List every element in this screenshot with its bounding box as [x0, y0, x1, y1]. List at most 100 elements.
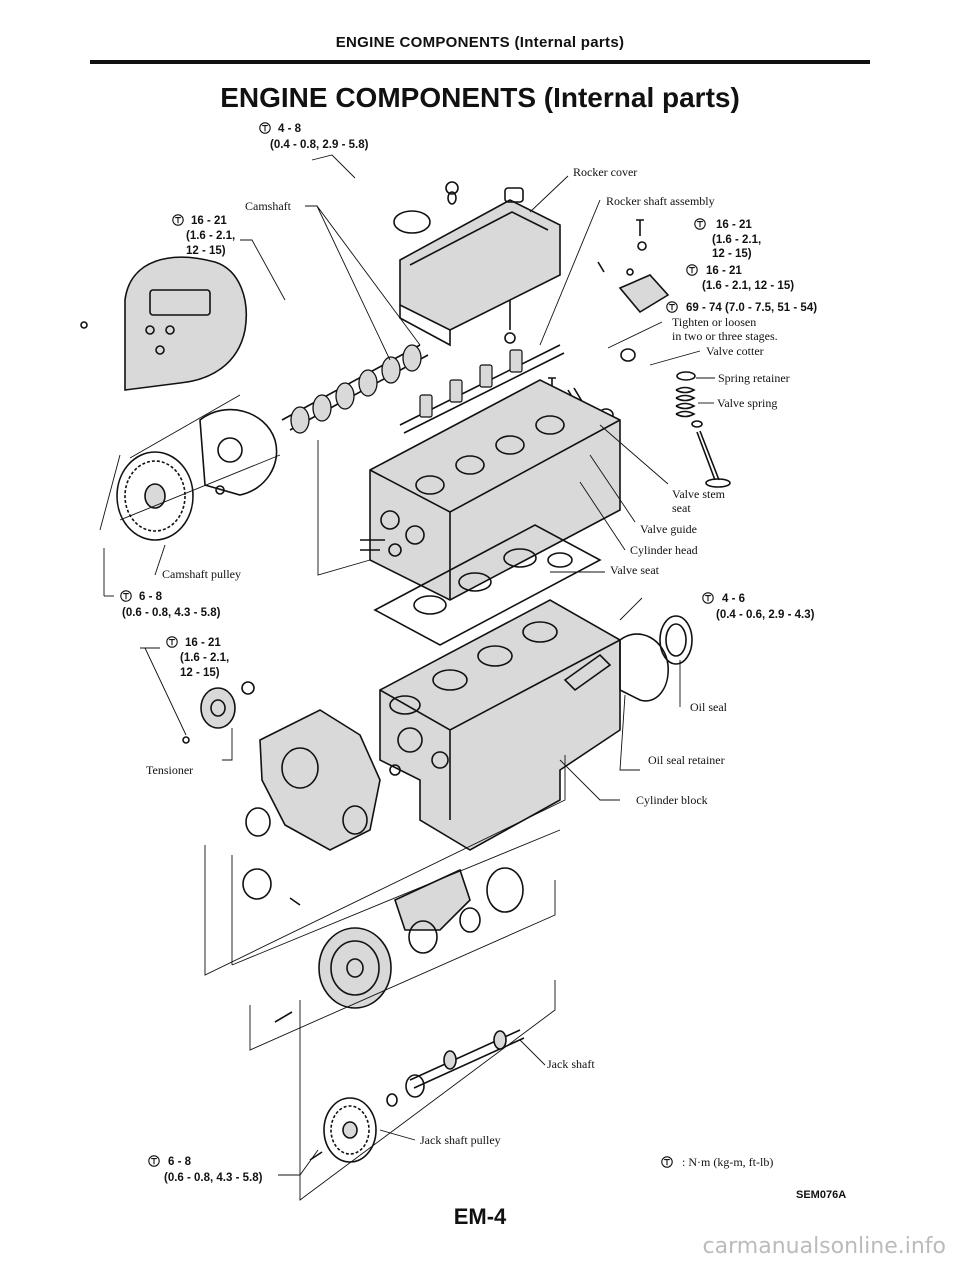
label-cylinder-head: Cylinder head	[630, 543, 698, 557]
svg-text:seat: seat	[672, 501, 691, 515]
svg-text:Jack shaft pulley: Jack shaft pulley	[420, 1133, 501, 1147]
svg-text:(0.4 - 0.6, 2.9 - 4.3): (0.4 - 0.6, 2.9 - 4.3)	[716, 609, 815, 621]
rocker-shaft-part	[399, 300, 565, 434]
label-jack-shaft: Jack shaft	[547, 1057, 595, 1071]
page-title: ENGINE COMPONENTS (Internal parts)	[220, 82, 740, 113]
legend: : N·m (kg-m, ft-lb)	[661, 1155, 773, 1169]
torque-icon	[702, 592, 714, 604]
label-valve-guide: Valve guide	[640, 522, 697, 536]
label-valve-cotter: Valve cotter	[706, 344, 764, 358]
label-tighten-note: Tighten or loosen in two or three stages…	[672, 315, 778, 343]
label-rocker-shaft-assembly: Rocker shaft assembly	[606, 194, 715, 208]
svg-text:(0.6 - 0.8, 4.3 - 5.8): (0.6 - 0.8, 4.3 - 5.8)	[164, 1172, 263, 1184]
svg-text:(1.6 - 2.1,: (1.6 - 2.1,	[186, 230, 235, 242]
running-head: ENGINE COMPONENTS (Internal parts)	[335, 34, 625, 51]
svg-text:Valve guide: Valve guide	[640, 522, 697, 536]
cylinder-block-part	[379, 599, 621, 851]
torque-icon	[120, 590, 132, 602]
torque-icon	[172, 214, 184, 226]
torque-icon	[694, 218, 706, 230]
svg-text:12 - 15): 12 - 15)	[186, 245, 226, 257]
svg-text:Camshaft: Camshaft	[245, 199, 292, 213]
label-cylinder-block: Cylinder block	[636, 793, 708, 807]
svg-text:Tensioner: Tensioner	[146, 763, 193, 777]
torque-icon	[148, 1155, 160, 1167]
label-valve-spring: Valve spring	[717, 396, 777, 410]
torque-camshaft: 16 - 21 (1.6 - 2.1, 12 - 15)	[172, 214, 235, 257]
svg-text:Valve cotter: Valve cotter	[706, 344, 764, 358]
svg-text:Oil seal retainer: Oil seal retainer	[648, 753, 725, 767]
label-rocker-cover: Rocker cover	[573, 165, 637, 179]
svg-text:Jack shaft: Jack shaft	[547, 1057, 595, 1071]
svg-text:(1.6 - 2.1,: (1.6 - 2.1,	[712, 234, 761, 246]
svg-text:Camshaft pulley: Camshaft pulley	[162, 567, 241, 581]
svg-text:(1.6 - 2.1,: (1.6 - 2.1,	[180, 652, 229, 664]
svg-text:(1.6 - 2.1, 12 - 15): (1.6 - 2.1, 12 - 15)	[702, 280, 794, 292]
svg-text:12 - 15): 12 - 15)	[180, 667, 220, 679]
svg-text:4 - 8: 4 - 8	[278, 123, 302, 135]
rocker-cover-part	[393, 181, 561, 347]
torque-icon	[259, 122, 271, 134]
svg-text:16 - 21: 16 - 21	[191, 215, 227, 227]
torque-camshaft-pulley: 6 - 8 (0.6 - 0.8, 4.3 - 5.8)	[120, 590, 221, 619]
front-case-part	[242, 709, 381, 906]
tensioner-part	[182, 681, 255, 744]
svg-text:12 - 15): 12 - 15)	[712, 248, 752, 260]
svg-text:16 - 21: 16 - 21	[185, 637, 221, 649]
page-number: EM-4	[453, 1204, 507, 1229]
label-tensioner: Tensioner	[146, 763, 193, 777]
jack-shaft-pulley-part	[309, 1097, 377, 1163]
label-oil-seal-retainer: Oil seal retainer	[648, 753, 725, 767]
torque-oil-seal-retainer: 4 - 6 (0.4 - 0.6, 2.9 - 4.3)	[702, 592, 815, 621]
label-valve-seat: Valve seat	[610, 563, 660, 577]
torque-rocker-cover: 4 - 8 (0.4 - 0.8, 2.9 - 5.8)	[259, 122, 369, 151]
label-leaders	[103, 154, 715, 1176]
svg-text:Spring retainer: Spring retainer	[718, 371, 790, 385]
svg-text:(0.4 - 0.8, 2.9 - 5.8): (0.4 - 0.8, 2.9 - 5.8)	[270, 139, 369, 151]
svg-text:Valve seat: Valve seat	[610, 563, 660, 577]
camshaft-part	[281, 344, 429, 434]
svg-text:Cylinder block: Cylinder block	[636, 793, 708, 807]
label-camshaft: Camshaft	[245, 199, 292, 213]
crank-pulley-part	[274, 867, 524, 1023]
svg-text:SEM076A: SEM076A	[796, 1189, 846, 1201]
torque-jack-shaft-pulley: 6 - 8 (0.6 - 0.8, 4.3 - 5.8)	[148, 1155, 263, 1184]
figure-code: SEM076A	[796, 1189, 846, 1201]
jack-shaft-part	[386, 1029, 525, 1107]
oil-seal-retainer-part	[563, 615, 693, 702]
torque-icon	[166, 636, 178, 648]
svg-text:69 - 74 (7.0 - 7.5, 51 - 54): 69 - 74 (7.0 - 7.5, 51 - 54)	[686, 302, 817, 314]
svg-text:Cylinder head: Cylinder head	[630, 543, 698, 557]
torque-rocker-shaft-2: 16 - 21 (1.6 - 2.1, 12 - 15)	[686, 264, 794, 292]
svg-text:6 - 8: 6 - 8	[168, 1156, 192, 1168]
head-gasket-part	[373, 524, 602, 646]
torque-rocker-shaft-3: 69 - 74 (7.0 - 7.5, 51 - 54)	[666, 301, 817, 314]
torque-tensioner: 16 - 21 (1.6 - 2.1, 12 - 15)	[166, 636, 229, 679]
assembly-guide-lines	[99, 394, 566, 1201]
watermark-text: carmanualsonline.info	[702, 1234, 946, 1259]
label-valve-stem-seat: Valve stem seat	[672, 487, 726, 515]
label-oil-seal: Oil seal	[690, 700, 728, 714]
svg-text:Tighten or loosen: Tighten or loosen	[672, 315, 756, 329]
camshaft-pulley-part	[116, 408, 278, 541]
svg-text:Valve stem: Valve stem	[672, 487, 726, 501]
rocker-arm-detail	[597, 219, 670, 314]
svg-text:in two or three stages.: in two or three stages.	[672, 329, 778, 343]
svg-text:4 - 6: 4 - 6	[722, 593, 745, 605]
torque-icon	[661, 1156, 673, 1168]
front-timing-cover	[80, 256, 247, 391]
svg-text:Rocker shaft assembly: Rocker shaft assembly	[606, 194, 715, 208]
torque-icon	[666, 301, 678, 313]
header-rule	[90, 60, 870, 64]
svg-text:: N·m (kg-m, ft-lb): : N·m (kg-m, ft-lb)	[682, 1155, 773, 1169]
svg-text:16 - 21: 16 - 21	[706, 265, 742, 277]
torque-icon	[686, 264, 698, 276]
svg-text:Rocker cover: Rocker cover	[573, 165, 637, 179]
label-camshaft-pulley: Camshaft pulley	[162, 567, 241, 581]
svg-text:Valve spring: Valve spring	[717, 396, 777, 410]
torque-rocker-shaft-1: 16 - 21 (1.6 - 2.1, 12 - 15)	[694, 218, 761, 260]
svg-text:16 - 21: 16 - 21	[716, 219, 752, 231]
svg-text:(0.6 - 0.8, 4.3 - 5.8): (0.6 - 0.8, 4.3 - 5.8)	[122, 607, 221, 619]
